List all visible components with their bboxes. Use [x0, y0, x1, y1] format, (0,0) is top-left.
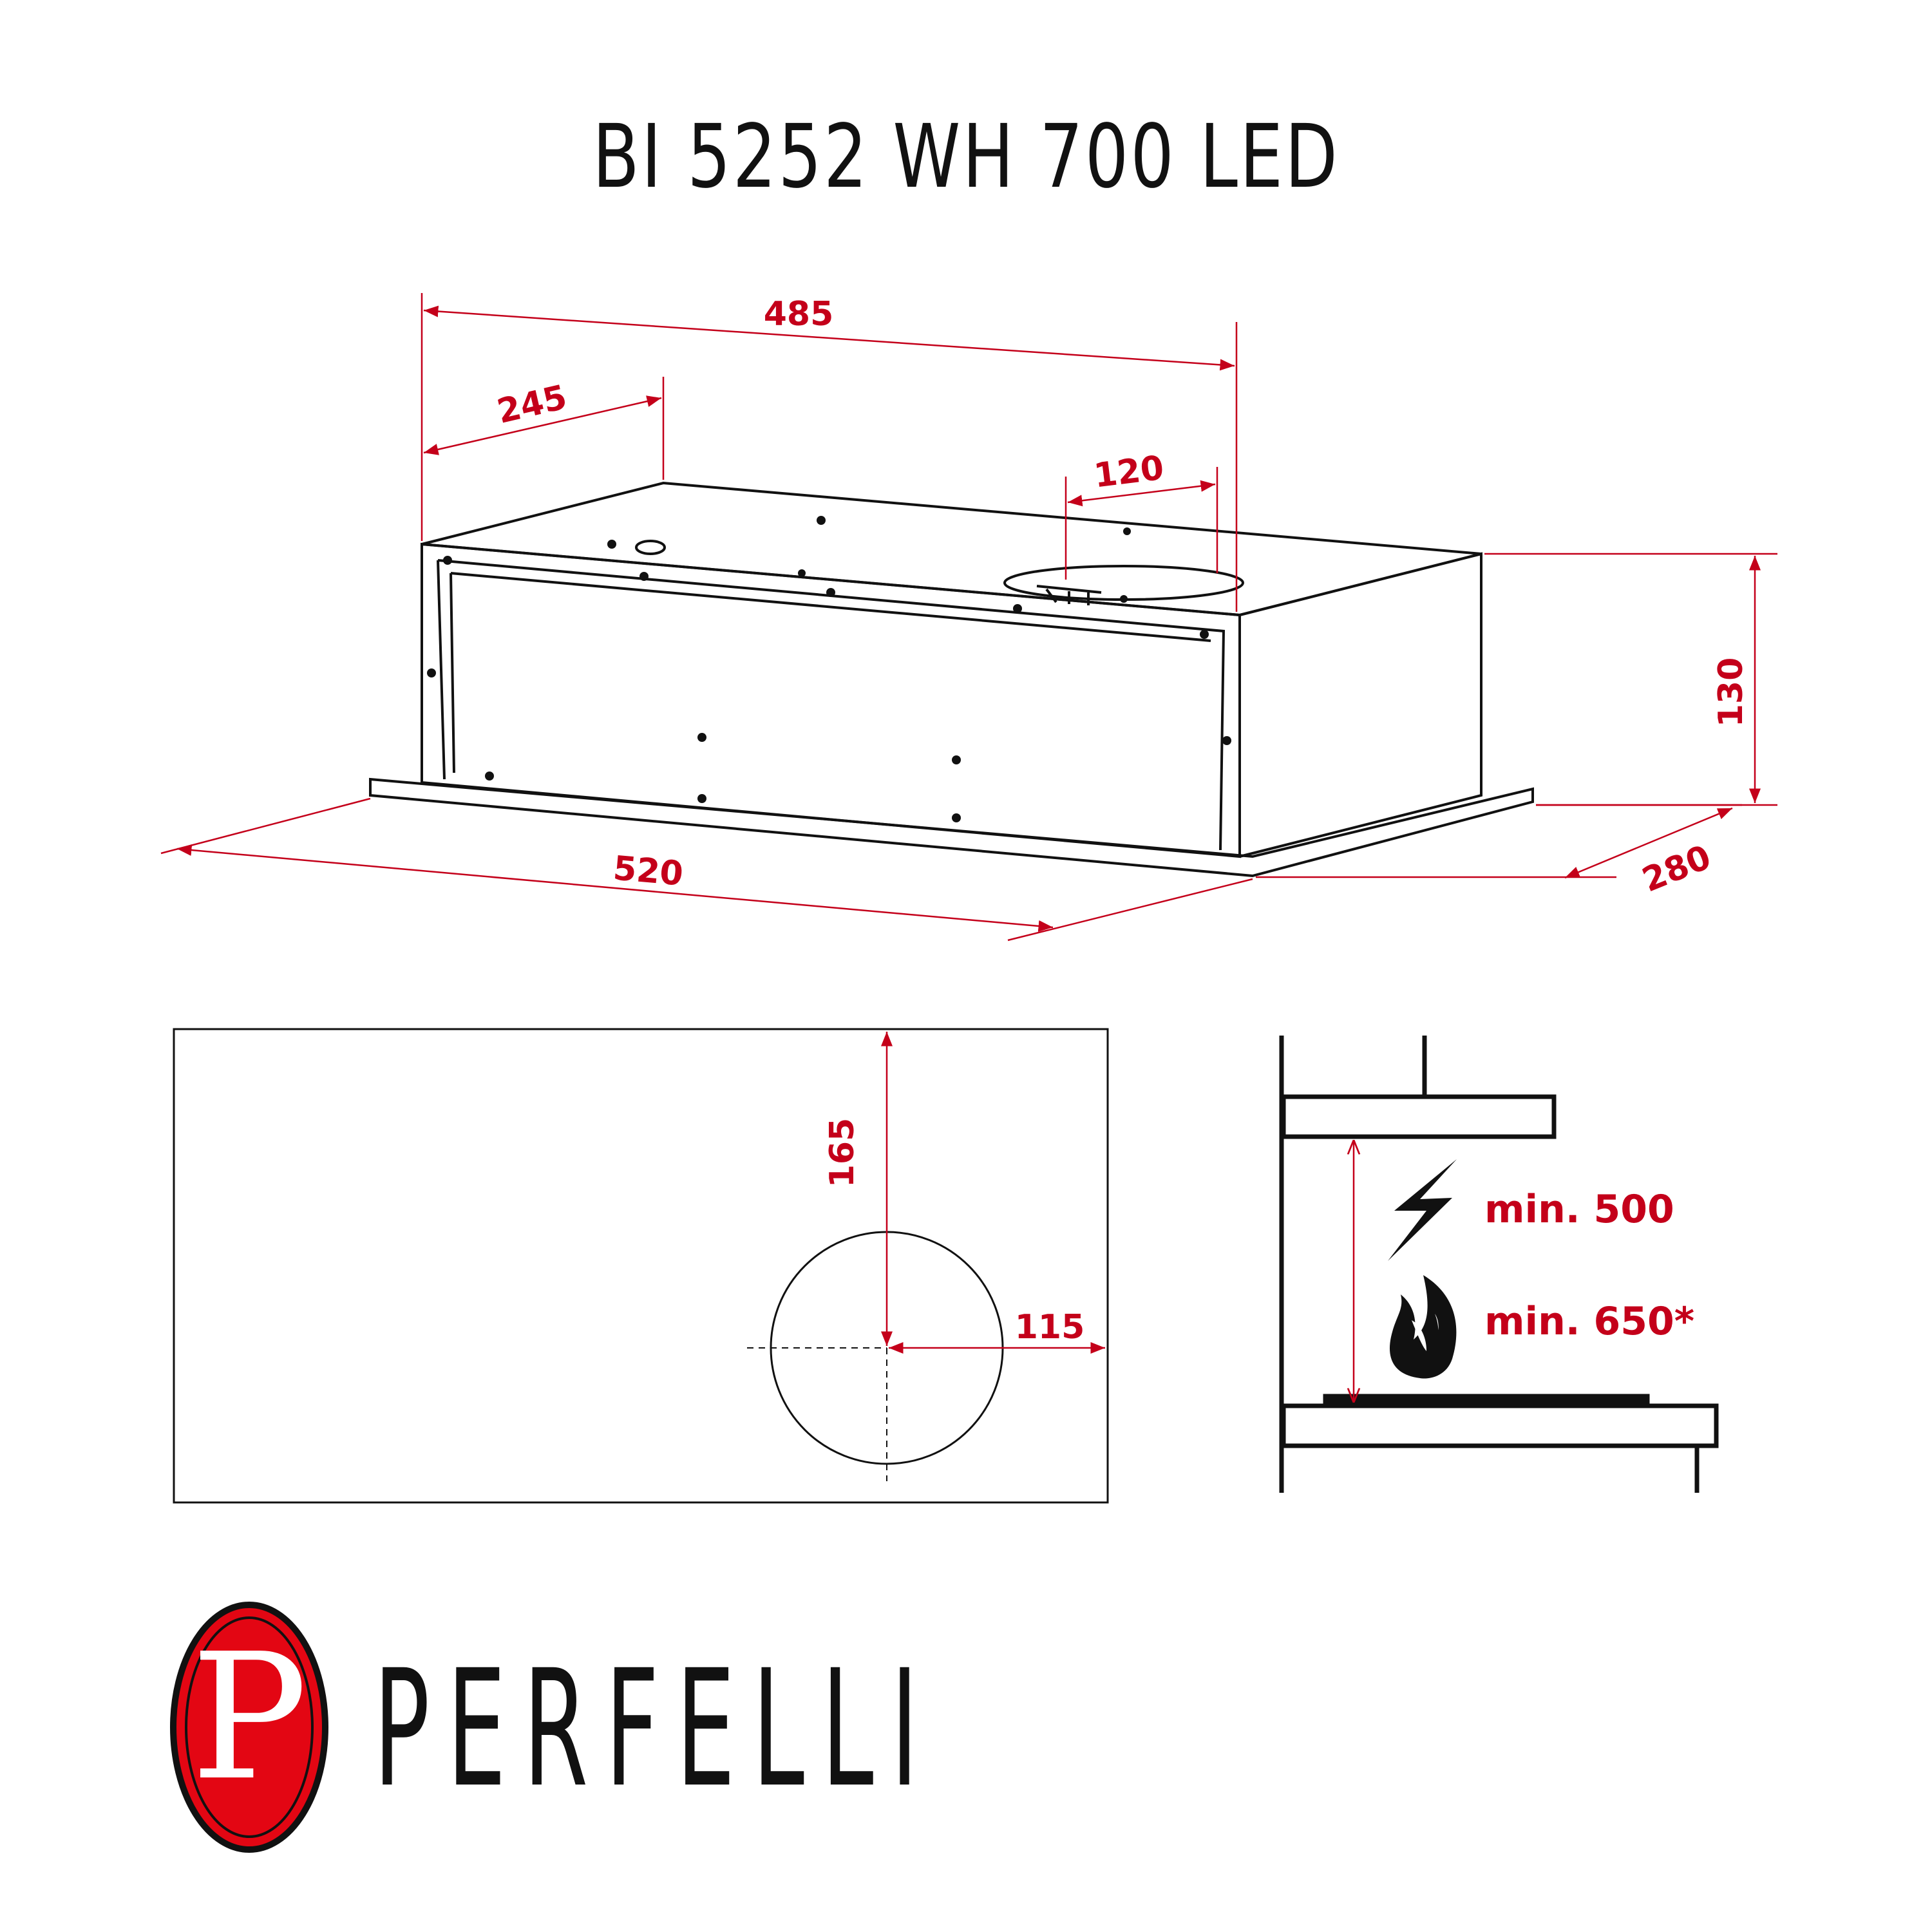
perfelli-logo — [170, 1602, 328, 1853]
logo-letter: P — [191, 1616, 308, 1819]
dim-cutout-side: 115 — [1015, 1308, 1085, 1347]
model-title: BI 5252 WH 700 LED — [592, 106, 1340, 208]
dim-outlet-diameter: 120 — [1092, 449, 1166, 496]
dim-cutout-depth: 165 — [823, 1118, 862, 1188]
electric-clearance-label: min. 500 — [1484, 1187, 1674, 1232]
dim-width-bottom: 520 — [612, 849, 685, 893]
dim-width-top: 485 — [764, 295, 834, 334]
dimension-lines — [160, 293, 1777, 942]
brand-wordmark: PERFELLI — [374, 1635, 936, 1823]
cutout-plan-view — [173, 1028, 1109, 1504]
lightning-icon — [1388, 1159, 1457, 1261]
screw-holes — [427, 516, 1231, 822]
flame-icon — [1389, 1275, 1457, 1379]
dim-offset-outlet: 245 — [494, 378, 571, 431]
hood-isometric-view — [369, 481, 1534, 878]
clearance-side-view — [1279, 1036, 1719, 1493]
dim-height: 130 — [1712, 658, 1750, 728]
dim-depth: 280 — [1637, 838, 1716, 900]
gas-clearance-label: min. 650* — [1484, 1299, 1694, 1344]
